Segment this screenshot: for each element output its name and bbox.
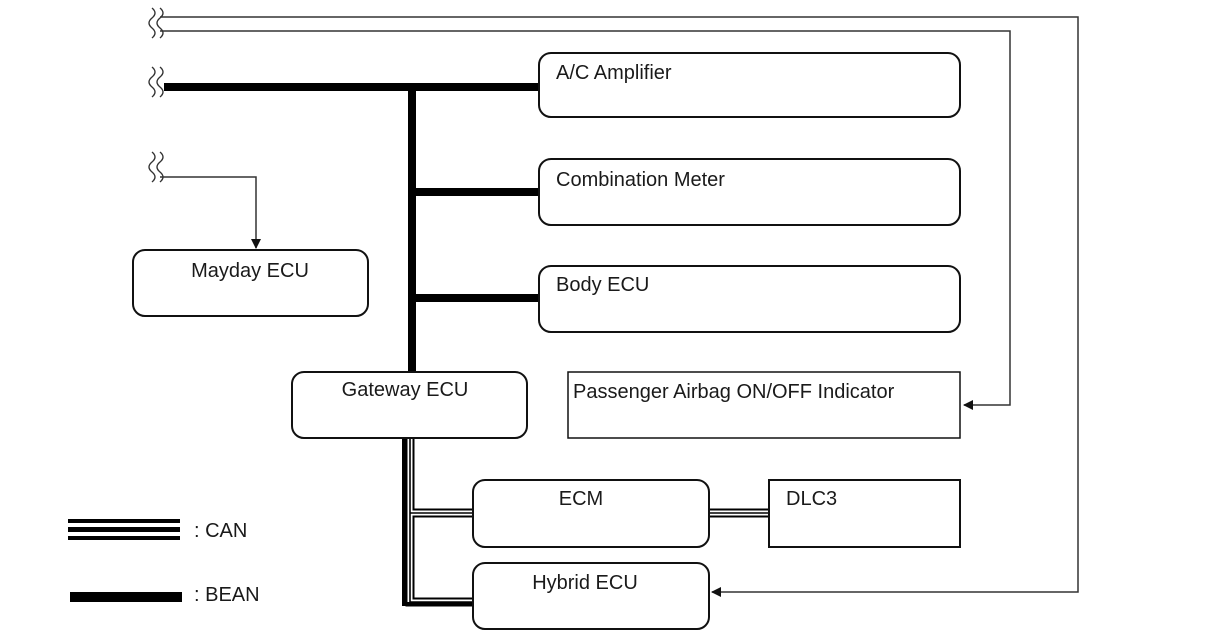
ac-amplifier-box (538, 52, 961, 118)
mayday-signal-line (160, 176, 261, 249)
body-ecu-box (538, 265, 961, 333)
combination-meter-box (538, 158, 961, 226)
break-symbol (156, 7, 164, 39)
ac-amplifier-label: A/C Amplifier (556, 62, 672, 84)
airbag-signal-line (160, 30, 1011, 410)
signal-lines (160, 16, 1079, 597)
ecm-box (472, 479, 710, 548)
hybrid-ecu-box (472, 562, 710, 630)
ecm-node: ECM (472, 479, 710, 548)
dlc3-label: DLC3 (786, 488, 837, 510)
combination-meter-node: Combination Meter (538, 158, 961, 226)
gateway-ecu-label: Gateway ECU (342, 379, 469, 401)
hybrid-ecu-node: Hybrid ECU (472, 562, 710, 630)
hybrid-signal-line (160, 16, 1079, 597)
break-symbol (156, 151, 164, 183)
dlc3-box (768, 479, 961, 548)
bean-bus (164, 83, 540, 374)
break-symbol (148, 151, 156, 183)
legend-bean-label: : BEAN (194, 584, 260, 606)
break-symbol (148, 66, 156, 98)
mayday-ecu-label: Mayday ECU (191, 260, 309, 282)
ecm-label: ECM (559, 488, 603, 510)
mayday-ecu-box (132, 249, 369, 317)
ac-amplifier-node: A/C Amplifier (538, 52, 961, 118)
body-ecu-label: Body ECU (556, 274, 649, 296)
mayday-ecu-node: Mayday ECU (132, 249, 369, 317)
legend-can-symbol (68, 519, 180, 540)
can-bus (402, 438, 770, 607)
break-symbol (148, 7, 156, 39)
airbag-indicator-box (567, 371, 961, 439)
hybrid-ecu-label: Hybrid ECU (532, 572, 638, 594)
can-outer-line (402, 438, 474, 606)
dlc3-node: DLC3 (768, 479, 961, 548)
airbag-indicator-label: Passenger Airbag ON/OFF Indicator (573, 381, 895, 403)
gateway-ecu-node: Gateway ECU (291, 371, 528, 439)
legend-can-label: : CAN (194, 520, 247, 542)
body-ecu-node: Body ECU (538, 265, 961, 333)
break-symbol (156, 66, 164, 98)
combination-meter-label: Combination Meter (556, 169, 725, 191)
legend: : CAN : BEAN (68, 519, 260, 606)
break-symbols (148, 7, 164, 183)
legend-bean-symbol (70, 592, 182, 602)
airbag-indicator-node: Passenger Airbag ON/OFF Indicator (567, 371, 961, 439)
gateway-ecu-box (291, 371, 528, 439)
